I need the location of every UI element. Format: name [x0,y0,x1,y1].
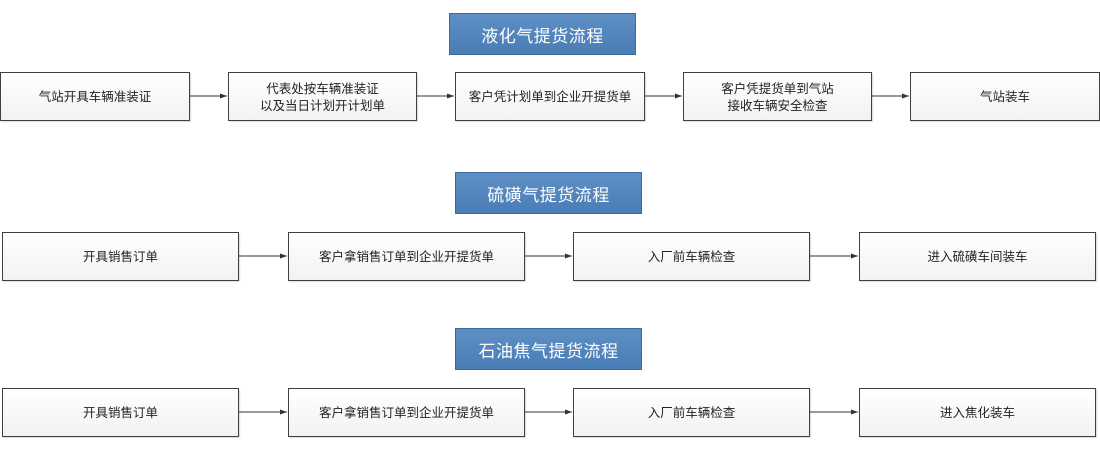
flow-2-step-4: 进入硫磺车间装车 [859,232,1096,281]
step-text: 开具销售订单 [82,405,158,420]
flow-2-title: 硫磺气提货流程 [455,172,642,214]
step-text: 入厂前车辆检查 [647,405,736,420]
flow-1-step-1: 气站开具车辆准装证 [0,72,190,121]
flow-1-title: 液化气提货流程 [449,13,636,55]
flow-1-step-5: 气站装车 [910,72,1100,121]
flow-3-step-1: 开具销售订单 [2,388,239,437]
flow-2-title-text: 硫磺气提货流程 [487,185,610,206]
flow-3-step-4: 进入焦化装车 [859,388,1096,437]
step-text: 入厂前车辆检查 [647,249,736,264]
step-text: 客户凭提货单到气站 [721,80,834,96]
flow-2-step-2: 客户拿销售订单到企业开提货单 [288,232,525,281]
flow-3-step-2: 客户拿销售订单到企业开提货单 [288,388,525,437]
step-text: 气站装车 [979,89,1030,104]
flow-3-step-3: 入厂前车辆检查 [573,388,810,437]
step-text: 代表处按车辆准装证 [266,80,379,96]
flow-3-title-text: 石油焦气提货流程 [478,341,619,362]
flow-1-step-4: 客户凭提货单到气站 接收车辆安全检查 [683,72,872,121]
step-text: 进入焦化装车 [939,405,1015,420]
flow-2-step-3: 入厂前车辆检查 [573,232,810,281]
flow-1-step-2: 代表处按车辆准装证 以及当日计划开计划单 [228,72,417,121]
step-text: 接收车辆安全检查 [727,97,828,113]
flow-1-title-text: 液化气提货流程 [481,26,604,47]
step-text: 气站开具车辆准装证 [38,89,152,104]
step-text: 客户拿销售订单到企业开提货单 [318,249,494,264]
step-text: 开具销售订单 [82,249,158,264]
step-text: 客户拿销售订单到企业开提货单 [318,405,494,420]
step-text: 以及当日计划开计划单 [259,97,385,113]
step-text: 进入硫磺车间装车 [927,249,1028,264]
step-text: 客户凭计划单到企业开提货单 [468,89,632,104]
flow-1-step-3: 客户凭计划单到企业开提货单 [455,72,645,121]
flow-3-title: 石油焦气提货流程 [455,328,642,370]
flow-2-step-1: 开具销售订单 [2,232,239,281]
